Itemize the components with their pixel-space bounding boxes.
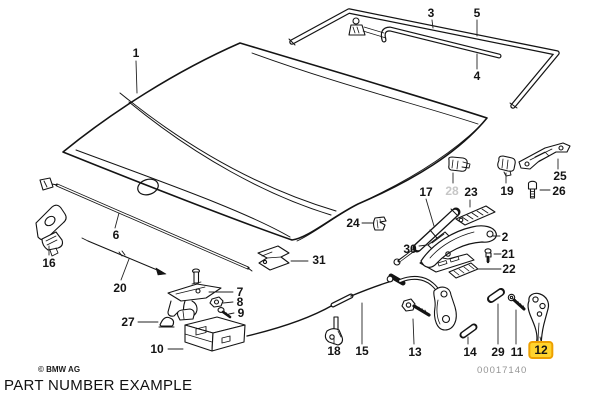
copyright-text: © BMW AG <box>38 365 81 374</box>
hood-drawing-1 <box>62 42 488 242</box>
trim-strip-drawing-4 <box>380 26 502 59</box>
part-label-10[interactable]: 10 <box>150 342 164 356</box>
part-label-3[interactable]: 3 <box>427 6 435 20</box>
latch-lever-drawing-13-14 <box>398 275 478 339</box>
caption-part-number-example: PART NUMBER EXAMPLE <box>4 377 193 394</box>
part-label-28-unavailable[interactable]: 28 <box>445 184 459 198</box>
seal-clip-drawing <box>348 17 387 39</box>
small-parts-drawing-29-11-12 <box>487 288 550 346</box>
part-label-16[interactable]: 16 <box>42 256 56 270</box>
callout-leader-lines <box>48 19 559 350</box>
hinge-arm-drawing-2-21-22 <box>419 225 497 279</box>
diagram-number: 00017140 <box>477 365 528 376</box>
part-label-30[interactable]: 30 <box>403 242 417 256</box>
part-label-1[interactable]: 1 <box>132 46 140 60</box>
grommet-drawing-19 <box>497 155 516 177</box>
clip-drawing-28 <box>448 156 471 172</box>
part-label-8[interactable]: 8 <box>236 295 244 309</box>
clip-drawing-27 <box>158 316 175 328</box>
hinge-drawing-16 <box>35 204 67 257</box>
rod-drawing-6 <box>39 177 253 272</box>
part-label-20[interactable]: 20 <box>113 281 127 295</box>
part-label-11[interactable]: 11 <box>510 345 524 359</box>
part-label-6[interactable]: 6 <box>112 228 120 242</box>
part-label-31[interactable]: 31 <box>312 253 326 267</box>
part-label-4[interactable]: 4 <box>473 69 481 83</box>
part-label-15[interactable]: 15 <box>355 344 369 358</box>
part-label-13[interactable]: 13 <box>408 345 422 359</box>
part-label-18[interactable]: 18 <box>327 344 341 358</box>
part-label-17[interactable]: 17 <box>419 185 433 199</box>
release-cable-drawing-15-18 <box>246 273 406 346</box>
part-label-9[interactable]: 9 <box>237 306 245 320</box>
part-label-26[interactable]: 26 <box>552 184 566 198</box>
part-label-2[interactable]: 2 <box>501 230 509 244</box>
part-label-21[interactable]: 21 <box>501 247 515 261</box>
part-label-29[interactable]: 29 <box>491 345 505 359</box>
hood-lock-drawing-10 <box>176 308 246 352</box>
part-label-24[interactable]: 24 <box>346 216 360 230</box>
bracket-drawing-25-26 <box>518 142 571 199</box>
ribbed-plate-drawing-23 <box>455 205 496 226</box>
clip-drawing-24 <box>372 216 387 231</box>
bracket-drawing-31 <box>257 245 290 271</box>
part-label-5[interactable]: 5 <box>473 6 481 20</box>
part-label-25[interactable]: 25 <box>553 169 567 183</box>
part-label-22[interactable]: 22 <box>502 262 516 276</box>
catch-assembly-drawing-7-8-9 <box>167 268 232 319</box>
part-label-19[interactable]: 19 <box>500 184 514 198</box>
part-label-14[interactable]: 14 <box>463 345 477 359</box>
part-label-12-highlighted[interactable]: 12 <box>528 341 554 359</box>
seal-strip-drawing-3-5 <box>288 8 560 109</box>
part-label-27[interactable]: 27 <box>121 315 135 329</box>
part-label-7[interactable]: 7 <box>236 285 244 299</box>
gas-strut-drawing-17 <box>393 207 461 266</box>
rod-drawing-20 <box>81 237 167 276</box>
part-label-23[interactable]: 23 <box>464 185 478 199</box>
